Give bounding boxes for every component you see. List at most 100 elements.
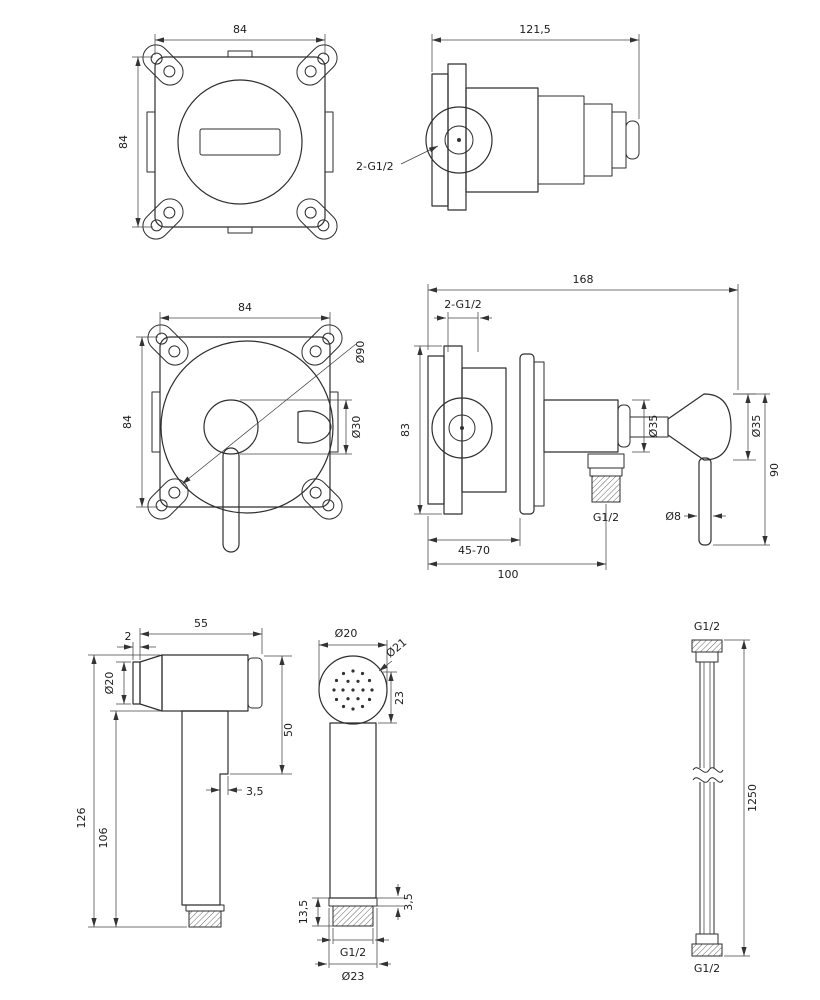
dim-hose-length: 1250 xyxy=(724,639,759,957)
dim-assembly-ports: 2-G1/2 xyxy=(434,298,492,352)
view-valve-body-side: 121,5 2-G1/2 xyxy=(356,23,640,211)
dim-text-projection: 100 xyxy=(498,568,519,581)
dim-handle-step: 3,5 xyxy=(206,776,264,798)
dim-text-lever-diameter: Ø8 xyxy=(665,510,681,523)
escutcheon-circle xyxy=(160,340,334,514)
dim-text-hose-length: 1250 xyxy=(746,784,759,812)
mounting-box-outline xyxy=(137,39,343,245)
dim-assembly-total-width: 168 xyxy=(427,273,739,390)
dim-depth-range: 45-70 xyxy=(427,516,521,570)
dim-text-head-drop: 50 xyxy=(282,723,295,737)
hose-outline xyxy=(691,639,724,957)
spray-face xyxy=(318,655,388,725)
outlet-elbow xyxy=(587,453,625,469)
dim-face-diameter: Ø20 xyxy=(318,627,388,686)
dim-tip-diameter: Ø20 xyxy=(103,661,131,705)
label-text-hose-thread-top: G1/2 xyxy=(694,620,720,633)
dim-escutcheon-diameter: Ø90 xyxy=(181,341,367,485)
handle-lever xyxy=(222,447,240,553)
dim-text-tip-offset: 2 xyxy=(125,630,132,643)
dim-text-head-length: 55 xyxy=(194,617,208,630)
dim-text-total-width: 168 xyxy=(573,273,594,286)
dim-text-trim-height: 84 xyxy=(121,415,134,429)
lever-tip xyxy=(297,410,332,444)
dim-lever-diameter: Ø8 xyxy=(665,510,726,523)
dim-text-trim-width: 84 xyxy=(238,301,252,314)
spray-body-front xyxy=(329,722,377,899)
dim-text-valve-width: 121,5 xyxy=(519,23,551,36)
spout-body xyxy=(543,399,619,453)
dim-text-box-width: 84 xyxy=(233,23,247,36)
valve-body-outline xyxy=(425,63,640,211)
view-spray-front: Ø20 Ø21 23 13,5 3,5 xyxy=(297,627,415,983)
dim-collar: 3,5 xyxy=(373,884,415,920)
dim-text-collar: 3,5 xyxy=(402,893,415,911)
dim-collar-diameter: Ø23 xyxy=(315,908,391,983)
spray-side-outline xyxy=(132,654,263,928)
dim-text-thread-size: G1/2 xyxy=(340,946,366,959)
outlet-thread xyxy=(591,475,621,503)
hose-nut-top xyxy=(691,639,723,653)
spray-holes xyxy=(332,669,374,711)
dim-box-front-height: 84 xyxy=(117,56,153,228)
handle-cone xyxy=(667,393,732,461)
dim-text-handle-height: 90 xyxy=(768,463,781,477)
trim-outline xyxy=(142,319,348,553)
label-hose-thread-top: G1/2 xyxy=(694,620,720,633)
label-text-hose-thread-bottom: G1/2 xyxy=(694,962,720,975)
handle-hub xyxy=(203,399,259,455)
dim-text-total-height: 126 xyxy=(75,808,88,829)
dim-handle-height: 90 xyxy=(713,393,781,546)
dim-handle-diameter: Ø35 xyxy=(733,393,763,461)
dim-valve-side-width: 121,5 xyxy=(431,23,640,119)
handle-rod xyxy=(698,457,712,546)
hose-nut-bottom xyxy=(691,943,723,957)
dim-box-height: 83 xyxy=(399,345,442,515)
dim-text-handle-height2: 106 xyxy=(97,828,110,849)
assembly-outline xyxy=(427,345,732,546)
dim-text-face-diameter: Ø20 xyxy=(335,627,358,640)
dim-head-depth: 23 xyxy=(378,671,406,724)
dim-head-drop: 50 xyxy=(230,655,295,775)
dim-text-depth-range: 45-70 xyxy=(458,544,490,557)
dim-text-box-height2: 83 xyxy=(399,423,412,437)
view-mounting-box-front: 84 84 xyxy=(117,23,343,245)
spray-nozzle-face xyxy=(132,661,141,705)
view-spray-side: 55 2 Ø20 50 126 106 xyxy=(75,617,295,928)
dim-head-length: 55 xyxy=(139,617,263,660)
dim-head-diameter: Ø21 xyxy=(378,636,410,672)
view-trim-front: 84 84 Ø90 Ø30 xyxy=(121,301,367,553)
dim-text-handle-diameter: Ø35 xyxy=(750,415,763,438)
dim-body-diameter: Ø35 xyxy=(632,399,660,453)
dim-text-hub-diameter: Ø30 xyxy=(350,416,363,439)
dim-text-head-depth: 23 xyxy=(393,691,406,705)
dim-trim-height: 84 xyxy=(121,336,158,508)
label-hose-thread-bottom: G1/2 xyxy=(694,962,720,975)
label-valve-ports: 2-G1/2 xyxy=(356,145,439,173)
dim-handle-height2: 106 xyxy=(97,710,180,927)
dim-tip-offset: 2 xyxy=(117,630,156,660)
spray-handle xyxy=(181,710,229,906)
dim-text-body-diameter: Ø35 xyxy=(647,415,660,438)
spray-thread-side xyxy=(188,910,222,928)
dim-text-thread-length: 13,5 xyxy=(297,900,310,925)
dim-text-handle-step: 3,5 xyxy=(246,785,264,798)
dim-text-collar-diameter: Ø23 xyxy=(342,970,365,983)
dim-total-height: 126 xyxy=(75,654,187,928)
dim-text-head-diameter: Ø21 xyxy=(384,636,410,661)
spray-thread-front xyxy=(332,905,374,927)
dim-text-assembly-ports: 2-G1/2 xyxy=(444,298,482,311)
dim-text-tip-diameter: Ø20 xyxy=(103,672,116,695)
wall-plate xyxy=(519,353,535,515)
view-assembly-side: 168 2-G1/2 83 Ø35 Ø35 xyxy=(399,273,781,581)
label-text-valve-ports: 2-G1/2 xyxy=(356,160,394,173)
dim-thread-size: G1/2 xyxy=(317,928,389,959)
spray-front-outline xyxy=(318,655,388,927)
spray-head xyxy=(161,654,249,712)
dim-text-escutcheon-diameter: Ø90 xyxy=(354,341,367,364)
dim-hub-diameter: Ø30 xyxy=(240,399,363,455)
dim-trim-width: 84 xyxy=(159,301,331,335)
dim-projection: 100 xyxy=(428,504,607,581)
